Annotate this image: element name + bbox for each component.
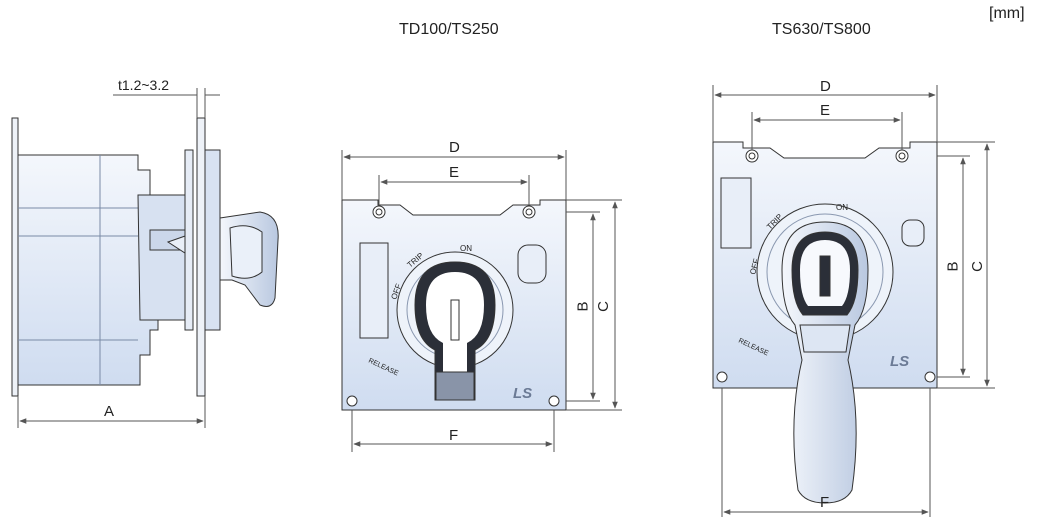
title-large-handle: TS630/TS800 (772, 21, 871, 38)
large-dim-f-label: F (820, 494, 830, 511)
dimension-a (17, 396, 206, 428)
large-dim-b-label: B (944, 261, 962, 272)
mechanism-block (137, 194, 186, 321)
small-dim-c-label: C (594, 301, 612, 312)
breaker-body (17, 154, 159, 386)
small-dim-f-label: F (449, 427, 459, 444)
unit-label: [mm] (989, 5, 1025, 22)
small-logo: LS (513, 385, 532, 402)
large-front-view (712, 141, 938, 504)
thickness-label: t1.2~3.2 (118, 77, 169, 93)
large-dial-off: OFF (748, 258, 761, 276)
side-view (11, 117, 279, 397)
large-dim-c-label: C (968, 261, 986, 272)
mounting-panel-left (11, 117, 19, 397)
mounting-plate (184, 149, 194, 331)
large-dim-d-label: D (820, 78, 831, 95)
thickness-dimension (113, 88, 220, 118)
small-dim-d-label: D (449, 139, 460, 156)
small-front-view (341, 199, 567, 411)
small-dim-b-label: B (574, 301, 592, 312)
small-oval-slot (517, 244, 547, 284)
large-logo: LS (890, 353, 909, 370)
small-dim-e-label: E (449, 164, 460, 181)
small-window (359, 242, 389, 339)
dim-a-label: A (104, 403, 115, 420)
door-panel (196, 117, 206, 397)
title-small-handle: TD100/TS250 (399, 21, 499, 38)
large-window (720, 177, 752, 249)
small-dim-lines (341, 150, 622, 452)
large-dim-lines (712, 85, 995, 517)
large-dial-on: ON (836, 203, 848, 212)
small-dial-on: ON (460, 244, 472, 253)
large-dim-e-label: E (820, 102, 831, 119)
large-oval-slot (901, 219, 925, 247)
